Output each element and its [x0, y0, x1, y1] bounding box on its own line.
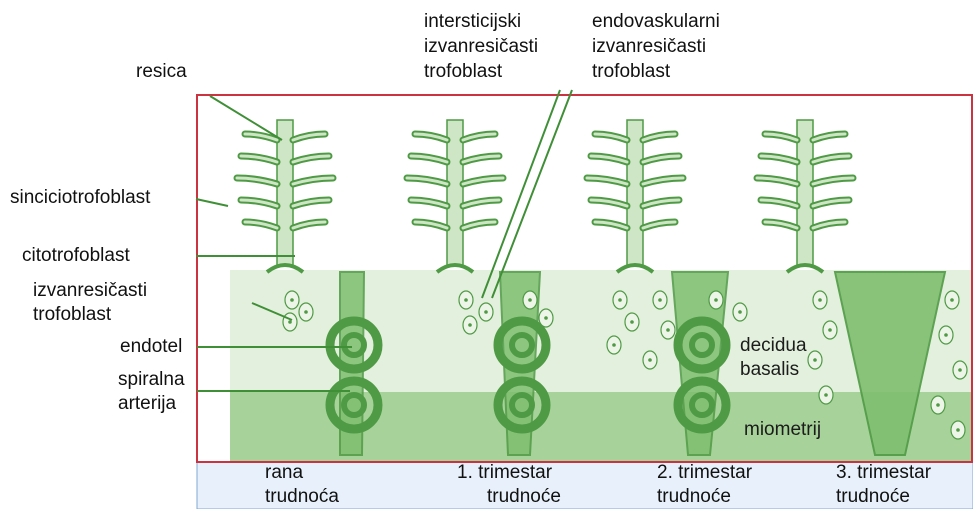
trophoblast-nucleus [658, 298, 662, 302]
stage-3-line2: trudnoće [657, 486, 731, 508]
pointer-sinciciotrofoblast [196, 199, 228, 206]
trophoblast-nucleus [813, 358, 817, 362]
stage-2-line1: 1. trimestar [457, 462, 552, 484]
stage-1-line1: rana [265, 462, 303, 484]
stage-2-line2: trudnoće [487, 486, 561, 508]
label-spiralna-line2: arterija [118, 393, 176, 415]
trophoblast-nucleus [648, 358, 652, 362]
stage-1-line2: trudnoća [265, 486, 339, 508]
trophoblast-nucleus [528, 298, 532, 302]
stage-3-line1: 2. trimestar [657, 462, 752, 484]
stage-4-line2: trudnoće [836, 486, 910, 508]
label-sinciciotrofoblast: sinciciotrofoblast [10, 187, 150, 209]
villus-tree-1 [237, 120, 333, 272]
label-endovaskularni-line2: izvanresičasti [592, 36, 706, 58]
trophoblast-nucleus [936, 403, 940, 407]
label-decidua-line2: basalis [740, 359, 799, 381]
villus-tree-2 [407, 120, 503, 272]
trophoblast-nucleus [738, 310, 742, 314]
label-spiralna-line1: spiralna [118, 369, 185, 391]
stage-4-line1: 3. trimestar [836, 462, 931, 484]
trophoblast-nucleus [958, 368, 962, 372]
trophoblast-nucleus [950, 298, 954, 302]
trophoblast-nucleus [290, 298, 294, 302]
trophoblast-nucleus [304, 310, 308, 314]
trophoblast-nucleus [956, 428, 960, 432]
villus-tree-4 [757, 120, 853, 272]
trophoblast-nucleus [544, 316, 548, 320]
label-decidua-line1: decidua [740, 335, 807, 357]
trophoblast-nucleus [618, 298, 622, 302]
trophoblast-nucleus [818, 298, 822, 302]
pointer-endovaskularni [492, 90, 572, 298]
label-endovaskularni-line3: trofoblast [592, 61, 670, 83]
label-resica: resica [136, 61, 187, 83]
label-miometrij: miometrij [744, 419, 821, 441]
label-izvanresicasti-line1: izvanresičasti [33, 280, 147, 302]
label-endovaskularni-line1: endovaskularni [592, 11, 720, 33]
trophoblast-nucleus [714, 298, 718, 302]
trophoblast-nucleus [612, 343, 616, 347]
villus-tree-3 [587, 120, 683, 272]
trophoblast-nucleus [484, 310, 488, 314]
spiral-artery-2 [498, 272, 546, 455]
trophoblast-nucleus [666, 328, 670, 332]
label-intersticijski-line3: trofoblast [424, 61, 502, 83]
trophoblast-nucleus [464, 298, 468, 302]
label-intersticijski-line1: intersticijski [424, 11, 521, 33]
label-endotel: endotel [120, 336, 182, 358]
pointer-intersticijski [482, 90, 560, 298]
label-citotrofoblast: citotrofoblast [22, 245, 130, 267]
label-intersticijski-line2: izvanresičasti [424, 36, 538, 58]
trophoblast-nucleus [944, 333, 948, 337]
trophoblast-nucleus [824, 393, 828, 397]
trophoblast-nucleus [630, 320, 634, 324]
trophoblast-nucleus [468, 323, 472, 327]
trophoblast-nucleus [828, 328, 832, 332]
label-izvanresicasti-line2: trofoblast [33, 304, 111, 326]
